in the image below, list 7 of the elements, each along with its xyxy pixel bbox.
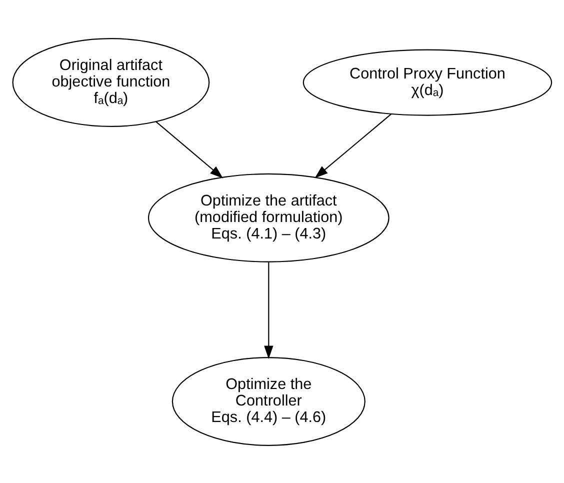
arrow: [314, 112, 392, 178]
arrow: [156, 120, 224, 178]
node-ellipse: Optimize the Controller Eqs. (4.4) – (4.6): [172, 356, 366, 446]
arrow: [264, 262, 274, 358]
node-ellipse: Control Proxy Function χ(dₐ): [302, 48, 552, 116]
node-ellipse: Optimize the artifact (modified formulation) Eqs. (4.1) – (4.3): [148, 172, 390, 262]
node-ellipse: Original artifact objective function fₐ(dₐ): [12, 38, 210, 126]
